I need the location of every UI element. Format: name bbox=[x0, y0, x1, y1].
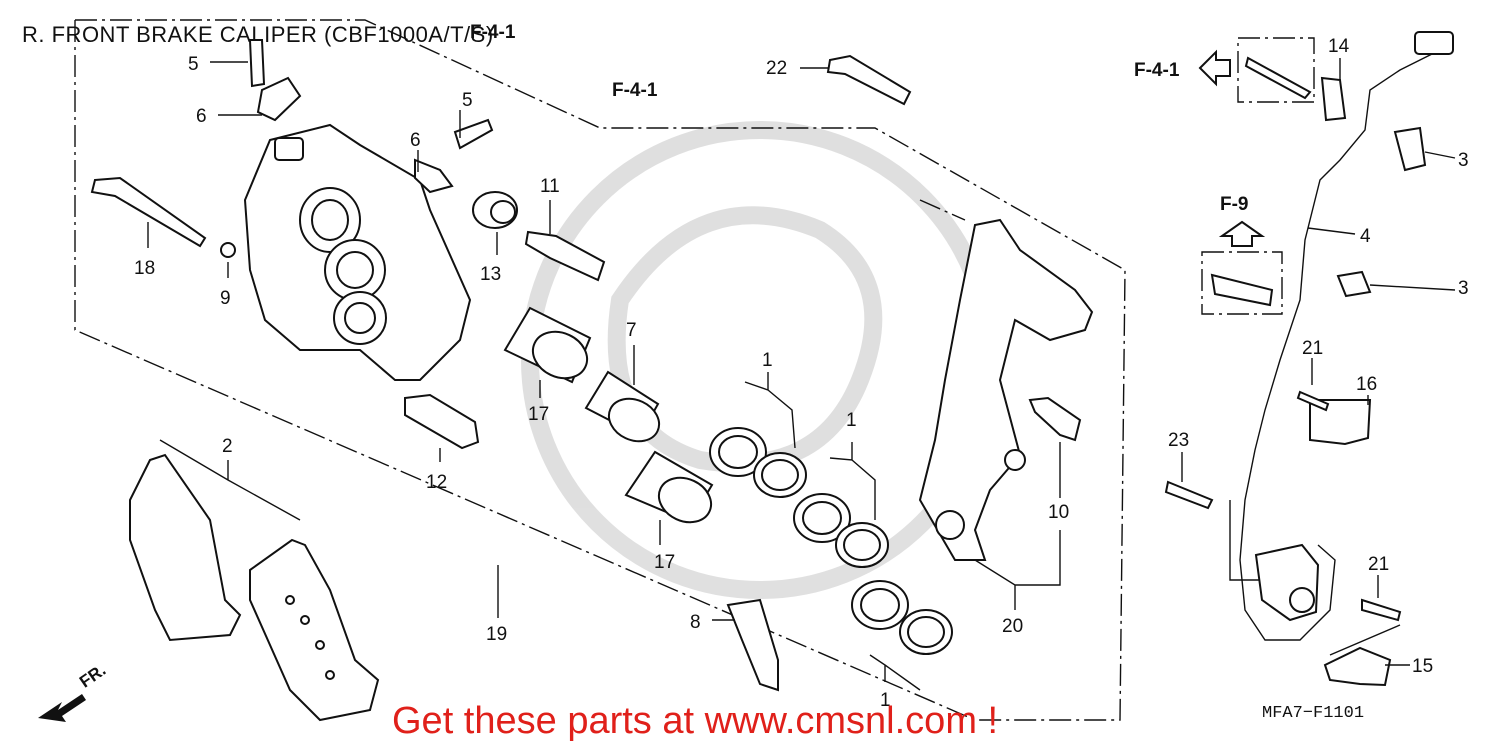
leader-lines bbox=[147, 58, 1456, 691]
label-part-5a: 5 bbox=[188, 54, 199, 75]
label-part-11: 11 bbox=[540, 176, 560, 197]
label-part-1a: 1 bbox=[762, 350, 773, 371]
watermark-link-text[interactable]: Get these parts at www.cmsnl.com ! bbox=[392, 700, 999, 742]
label-part-5b: 5 bbox=[462, 90, 473, 111]
ref-f4-1-mid: F-4-1 bbox=[612, 80, 658, 101]
speed-sensor-harness bbox=[1164, 31, 1454, 687]
label-part-6b: 6 bbox=[410, 130, 421, 151]
piston-7 bbox=[584, 370, 661, 443]
caliper-body bbox=[243, 123, 472, 381]
label-part-1b: 1 bbox=[846, 410, 857, 431]
label-part-15: 15 bbox=[1412, 656, 1433, 677]
caliper-bracket-20 bbox=[918, 218, 1094, 561]
label-part-22: 22 bbox=[766, 58, 787, 79]
cap-6a bbox=[256, 76, 302, 122]
label-part-23: 23 bbox=[1168, 430, 1189, 451]
seal-set-1c bbox=[851, 580, 953, 655]
pad-spring-8 bbox=[726, 598, 779, 692]
bracket-outline bbox=[919, 199, 966, 221]
piston-17a bbox=[503, 306, 592, 384]
arrow-up-icon bbox=[1218, 220, 1266, 247]
label-part-2: 2 bbox=[222, 436, 233, 457]
label-part-4: 4 bbox=[1360, 226, 1371, 247]
ref-f9: F-9 bbox=[1220, 194, 1249, 215]
pad-pin-18 bbox=[90, 176, 236, 258]
label-part-16: 16 bbox=[1356, 374, 1377, 395]
arrow-left-icon bbox=[1198, 49, 1231, 87]
boot-13 bbox=[472, 191, 518, 229]
label-part-10: 10 bbox=[1048, 502, 1069, 523]
front-direction-arrow-icon bbox=[38, 694, 86, 722]
label-part-13: 13 bbox=[480, 264, 501, 285]
label-part-8: 8 bbox=[690, 612, 701, 633]
label-part-9: 9 bbox=[220, 288, 231, 309]
cap-6b bbox=[414, 158, 454, 194]
clip-10 bbox=[1028, 396, 1082, 442]
pin-11 bbox=[524, 230, 606, 282]
diagram-code: MFA7−F1101 bbox=[1262, 704, 1365, 723]
ref-f4-1-top: F-4-1 bbox=[470, 22, 516, 43]
label-part-6a: 6 bbox=[196, 106, 207, 127]
watermark-logo bbox=[521, 121, 999, 599]
bleeder-screw-5a bbox=[248, 39, 266, 88]
label-part-1c: 1 bbox=[880, 690, 891, 711]
label-part-14: 14 bbox=[1328, 36, 1350, 57]
label-part-21a: 21 bbox=[1302, 338, 1323, 359]
label-part-21b: 21 bbox=[1368, 554, 1389, 575]
label-part-18: 18 bbox=[134, 258, 155, 279]
brake-pad-inner bbox=[249, 538, 380, 722]
clip-f9-box bbox=[1201, 251, 1283, 315]
brake-pad-outer bbox=[129, 453, 242, 642]
bolt-22 bbox=[826, 54, 912, 106]
seal-set-1b bbox=[793, 493, 889, 568]
bolt14-box bbox=[1237, 37, 1315, 103]
seal-set-1a bbox=[709, 427, 807, 498]
label-part-17a: 17 bbox=[528, 404, 549, 425]
label-part-3b: 3 bbox=[1458, 278, 1469, 299]
label-part-19: 19 bbox=[486, 624, 507, 645]
ref-f4-1-right: F-4-1 bbox=[1134, 60, 1180, 81]
pin-12 bbox=[404, 393, 480, 450]
bleeder-screw-5b bbox=[453, 118, 494, 150]
group-outline bbox=[74, 19, 1126, 721]
label-part-7: 7 bbox=[626, 320, 637, 341]
label-part-3a: 3 bbox=[1458, 150, 1469, 171]
label-part-20: 20 bbox=[1002, 616, 1023, 637]
label-part-12: 12 bbox=[426, 472, 447, 493]
piston-17b bbox=[624, 450, 714, 524]
label-part-17b: 17 bbox=[654, 552, 675, 573]
